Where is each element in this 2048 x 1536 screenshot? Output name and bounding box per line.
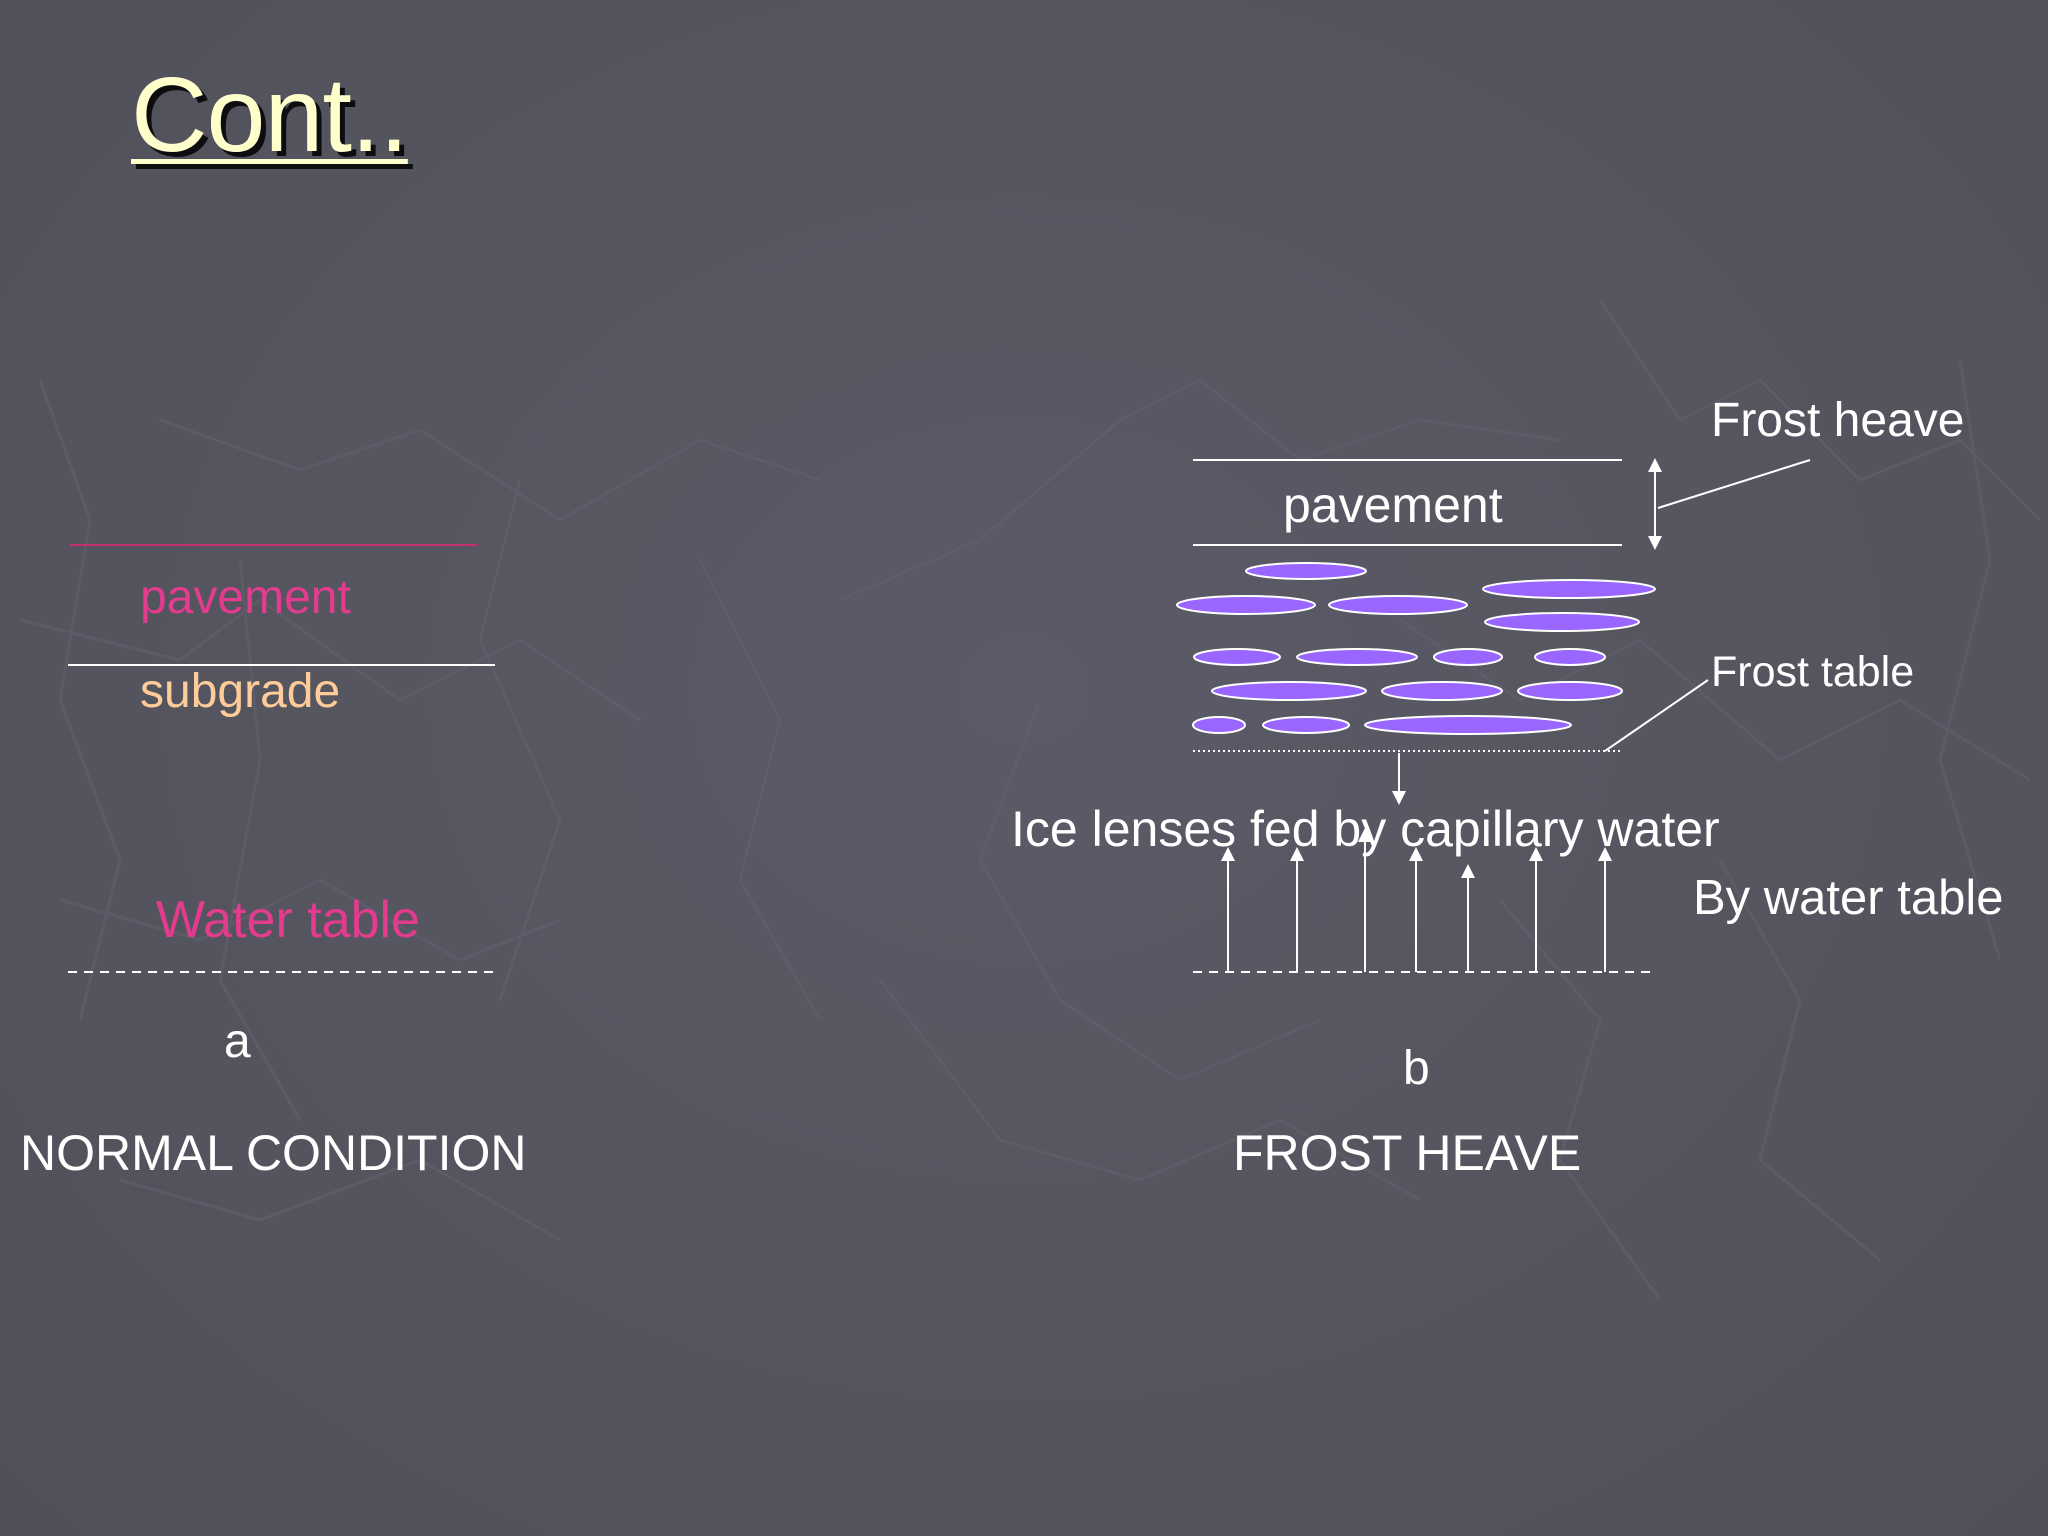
frost-heave-caption: FROST HEAVE bbox=[1233, 1125, 1581, 1181]
frost-heave-leader bbox=[1657, 459, 1811, 509]
ice-lens bbox=[1328, 595, 1468, 615]
ice-lenses-label: Ice lenses fed by capillary water bbox=[1011, 801, 1720, 857]
frost-table-leader bbox=[1604, 679, 1709, 752]
ice-lens bbox=[1192, 716, 1246, 734]
slide-title: Cont.. bbox=[131, 56, 409, 174]
panel-letter-b: b bbox=[1403, 1042, 1430, 1095]
ice-lens bbox=[1262, 716, 1350, 734]
ice-lens bbox=[1534, 648, 1606, 666]
ice-lens bbox=[1517, 681, 1623, 701]
pavement-label: pavement bbox=[140, 571, 351, 624]
ice-lens bbox=[1484, 612, 1640, 632]
normal-condition-panel: pavement subgrade Water table a NORMAL C… bbox=[20, 544, 527, 1181]
ice-lens bbox=[1193, 648, 1281, 666]
ice-lens bbox=[1433, 648, 1503, 666]
frost-table-label: Frost table bbox=[1711, 648, 1914, 696]
ice-lens bbox=[1211, 681, 1367, 701]
ice-lens bbox=[1364, 715, 1572, 735]
ice-lens bbox=[1176, 595, 1316, 615]
water-table-label: Water table bbox=[156, 891, 420, 949]
ice-lenses bbox=[1176, 562, 1656, 735]
normal-condition-caption: NORMAL CONDITION bbox=[20, 1125, 527, 1181]
capillary-arrows bbox=[1221, 828, 1612, 972]
ice-lens bbox=[1482, 579, 1656, 599]
frost-heave-panel: pavement Frost heave bbox=[1011, 394, 2004, 1181]
panel-letter-a: a bbox=[224, 1015, 251, 1068]
water-table-label: By water table bbox=[1693, 871, 2004, 925]
pavement-label: pavement bbox=[1283, 477, 1503, 533]
frost-heave-label: Frost heave bbox=[1711, 394, 1964, 447]
ice-lens bbox=[1296, 648, 1418, 666]
ice-lens bbox=[1245, 562, 1367, 580]
subgrade-label: subgrade bbox=[140, 665, 340, 718]
ice-lens bbox=[1381, 681, 1503, 701]
